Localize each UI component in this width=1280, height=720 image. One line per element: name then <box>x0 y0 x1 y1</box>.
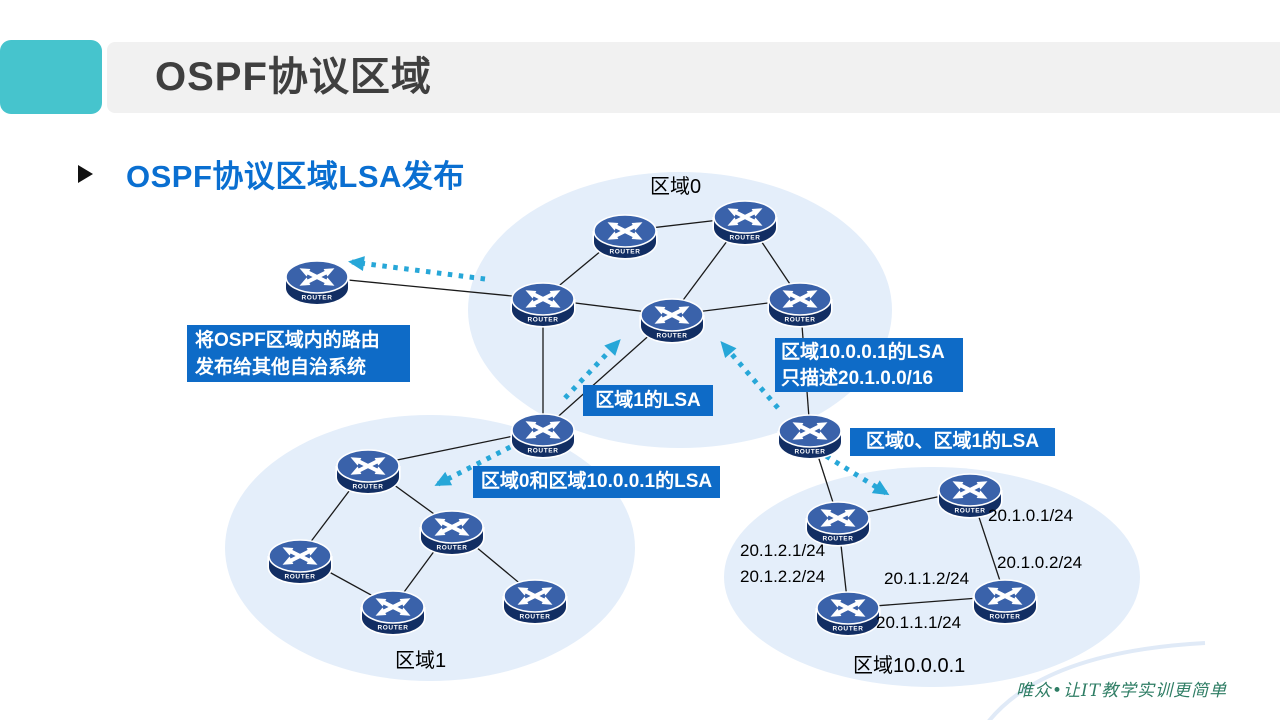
area-label-area0: 区域0 <box>650 176 702 198</box>
bullet-triangle-icon <box>78 165 93 183</box>
callout-area1-lsa: 区域1的LSA <box>583 385 713 416</box>
ip-label: 20.1.0.1/24 <box>988 506 1074 525</box>
ip-label: 20.1.1.1/24 <box>876 613 962 632</box>
router-icon <box>510 414 575 459</box>
accent-block <box>0 40 102 114</box>
router-icon <box>335 450 400 495</box>
router-icon <box>712 201 777 246</box>
lsa-flood-arrow <box>563 339 621 400</box>
router-icon <box>815 592 880 637</box>
router-icon <box>767 283 832 328</box>
router-icon <box>267 540 332 585</box>
router-icon <box>777 415 842 460</box>
corner-swoosh <box>987 641 1206 720</box>
ip-label: 20.1.0.2/24 <box>997 553 1083 572</box>
area-label-area10: 区域10.0.0.1 <box>853 655 966 677</box>
callout-area0-area1-lsa: 区域0、区域1的LSA <box>850 428 1055 456</box>
bullet-heading: OSPF协议区域LSA发布 <box>126 159 465 194</box>
ip-label: 20.1.1.2/24 <box>884 569 970 588</box>
router-icon <box>592 215 657 260</box>
ip-label: 20.1.2.2/24 <box>740 567 826 586</box>
callout-area10-line1: 区域10.0.0.1的LSA <box>781 342 945 363</box>
header-bar: OSPF协议区域 <box>107 42 1280 113</box>
router-icon <box>284 261 349 306</box>
footer-slogan: 唯众•让IT教学实训更简单 <box>1016 681 1228 701</box>
lsa-flood-arrow <box>720 340 780 410</box>
lsa-flood-arrow <box>348 256 486 282</box>
lsa-flood-arrow <box>824 453 890 496</box>
router-icon <box>639 299 704 344</box>
router-icon <box>360 591 425 636</box>
router-icon <box>972 580 1037 625</box>
router-icon <box>805 502 870 547</box>
page-title: OSPF协议区域 <box>155 55 432 99</box>
callout-area10-line2: 只描述20.1.0.0/16 <box>781 368 934 389</box>
callout-area0-area10-lsa: 区域0和区域10.0.0.1的LSA <box>473 466 720 498</box>
callout-area10-lsa: 区域10.0.0.1的LSA 只描述20.1.0.0/16 <box>775 338 963 392</box>
lsa-flood-arrow <box>434 439 522 487</box>
ip-label: 20.1.2.1/24 <box>740 541 826 560</box>
link-line <box>316 276 544 300</box>
callout-asbr-line1: 将OSPF区域内的路由 <box>195 330 380 351</box>
router-icon <box>419 511 484 556</box>
callout-asbr-note: 将OSPF区域内的路由 发布给其他自治系统 <box>187 325 410 382</box>
router-icon <box>510 283 575 328</box>
callout-asbr-line2: 发布给其他自治系统 <box>195 357 367 378</box>
area-label-area1: 区域1 <box>395 650 447 672</box>
router-icon <box>502 580 567 625</box>
